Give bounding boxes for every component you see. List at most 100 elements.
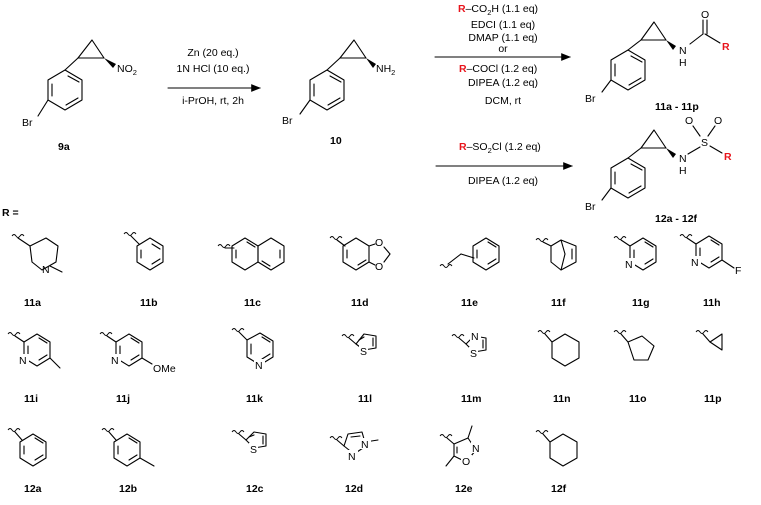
label-11g: 11g [632,297,650,309]
bromo-atom: Br [22,117,33,129]
label-11n: 11n [553,393,571,405]
atom-label: O [375,261,383,273]
bromo-atom: Br [585,201,596,213]
compound-11-amide: Br N H O R 11a - 11p [585,9,730,113]
substituent-11m: N S 11m [451,330,487,405]
sulfur-atom: S [701,137,708,149]
amine-group: NH2 [376,63,395,77]
substituent-11n: 11n [537,330,580,405]
step1-condition-1: Zn (20 eq.) [187,47,238,59]
step1-arrow: Zn (20 eq.) 1N HCl (10 eq.) i-PrOH, rt, … [167,47,262,107]
atom-label: OMe [153,363,176,375]
substituent-12f: 12f [535,430,578,495]
atom-label: S [250,444,257,456]
label-11b: 11b [140,297,158,309]
compound-label-12a-12f: 12a - 12f [655,213,698,225]
label-12c: 12c [246,483,264,495]
step2-or: or [498,43,508,55]
step2-dmap: DMAP (1.1 eq) [468,32,537,44]
label-12a: 12a [24,483,42,495]
r-group: R [724,151,732,163]
sulfonyl-oxygen: O [685,115,693,127]
substituent-11h: N F 11h [679,234,741,309]
label-11j: 11j [116,393,130,405]
label-11o: 11o [629,393,647,405]
substituent-11o: 11o [613,330,655,405]
step1-condition-2: 1N HCl (10 eq.) [177,63,250,75]
step2-edci: EDCI (1.1 eq) [471,19,535,31]
atom-label: N [625,259,633,271]
substituent-12a: 12a [7,428,47,495]
step3-sulfonyl-chloride: R–SO2Cl (1.2 eq) [459,141,541,155]
label-11h: 11h [703,297,721,309]
substituent-11f: 11f [535,238,577,309]
step3-arrow: R–SO2Cl (1.2 eq) DIPEA (1.2 eq) [435,141,574,187]
label-12e: 12e [455,483,473,495]
substituent-11p: 11p [695,330,723,405]
substituent-12c: S 12c [231,430,267,495]
atom-label: N [19,355,27,367]
sulfonamide-nitrogen: N [679,153,687,165]
atom-label: N [348,451,356,463]
step2-acyl-chloride: R–COCl (1.2 eq) [459,63,537,75]
step2-solvent: DCM, rt [485,95,521,107]
step1-condition-3: i-PrOH, rt, 2h [182,95,244,107]
compound-label-11a-11p: 11a - 11p [655,101,699,113]
label-12d: 12d [345,483,363,495]
substituent-11d: O O 11d [329,236,391,309]
atom-label: F [735,265,741,277]
substituent-11g: N 11g [613,236,657,309]
label-11k: 11k [246,393,263,405]
atom-label: O [462,456,470,468]
substituent-12d: N N 12d [329,431,379,495]
substituent-11e: 11e [439,237,500,309]
atom-label: O [375,237,383,249]
carbonyl-oxygen: O [701,9,709,21]
amide-hydrogen: H [679,57,687,69]
step2-arrow: R–CO2H (1.1 eq) EDCI (1.1 eq) DMAP (1.1 … [434,3,572,107]
sulfonyl-oxygen: O [714,115,722,127]
compound-10: Br NH2 10 [282,39,395,147]
atom-label: S [470,348,477,360]
substituent-11c: 11c [217,237,285,309]
compound-label-10: 10 [330,135,342,147]
label-12b: 12b [119,483,137,495]
substituent-11a: N 11a [11,234,63,309]
label-11p: 11p [704,393,722,405]
atom-label: N [361,439,369,451]
label-12f: 12f [551,483,567,495]
r-group: R [722,41,730,53]
substituent-12e: N O 12e [439,425,482,495]
substituent-11l: S 11l [341,333,377,405]
compound-label-9a: 9a [58,141,70,153]
label-11i: 11i [24,393,38,405]
label-11e: 11e [461,297,478,309]
substituent-11b: 11b [123,232,164,309]
bromo-atom: Br [585,93,596,105]
step2-dipea: DIPEA (1.2 eq) [468,77,538,89]
bromo-atom: Br [282,115,293,127]
amide-nitrogen: N [679,45,687,57]
substituent-12b: 12b [101,428,155,495]
substituent-11i: N 11i [7,332,61,405]
label-11c: 11c [244,297,261,309]
atom-label: N [471,331,479,343]
r-group-header: R = [2,207,19,219]
atom-label: N [472,443,480,455]
atom-label: N [42,264,50,276]
label-11d: 11d [351,297,369,309]
label-11l: 11l [358,393,372,405]
substituent-11k: N 11k [231,328,274,405]
label-11m: 11m [461,393,481,405]
compound-9a: Br NO2 9a [22,39,137,153]
label-11f: 11f [551,297,566,309]
atom-label: N [691,257,699,269]
atom-label: S [360,346,367,358]
atom-label: N [255,360,263,372]
nitro-group: NO2 [117,63,137,77]
substituent-11j: N OMe 11j [99,332,176,405]
atom-label: N [111,355,119,367]
sulfonamide-hydrogen: H [679,165,687,177]
step3-dipea: DIPEA (1.2 eq) [468,175,538,187]
